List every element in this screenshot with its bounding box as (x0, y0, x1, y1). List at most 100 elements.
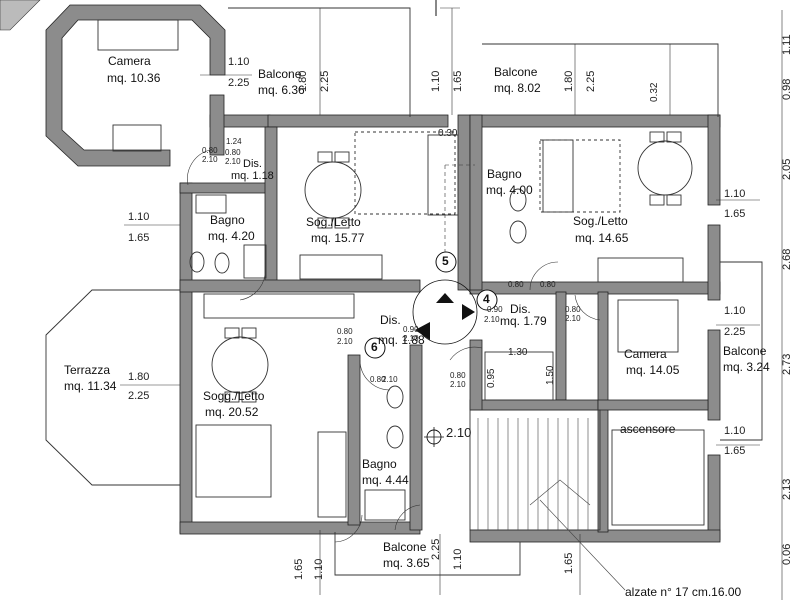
dim-label: 1.80 (297, 70, 309, 92)
balcone-e-outline (720, 261, 763, 441)
room-bagno-c-name: Bagno (487, 167, 522, 181)
room-bagno-w-name: Bagno (210, 213, 245, 227)
marker-label-4: 4 (483, 292, 490, 306)
marker-label-5: 5 (442, 254, 449, 268)
dim-label: 0.32 (649, 82, 660, 102)
dashed-box (354, 131, 456, 215)
dim-label: 1.30 (508, 347, 528, 358)
room-terrazza-area: mq. 11.34 (64, 379, 117, 393)
shower (364, 489, 406, 521)
kitchen-w (203, 293, 355, 319)
kitchen-e (597, 257, 684, 283)
room-dis-6-area: mq. 1.88 (378, 333, 425, 347)
door-dim: 2.10 (450, 380, 466, 389)
door-dim: 2.10 (403, 334, 419, 343)
stair-leader (539, 499, 626, 591)
chair (317, 217, 333, 229)
dim-label: 1.10 (128, 211, 150, 223)
chair (224, 327, 240, 339)
dim-label: 1.50 (545, 365, 556, 385)
chair (334, 217, 350, 229)
door-swing (394, 504, 421, 531)
room-bagno-w-area: mq. 4.20 (208, 229, 255, 243)
right-dim: 0.06 (781, 543, 793, 565)
dim-label: 1.65 (724, 208, 746, 220)
room-bagno-s-area: mq. 4.44 (362, 473, 409, 487)
door-swing (359, 359, 391, 391)
dim-label: 1.65 (293, 558, 305, 580)
door-dim: 0.80 (450, 371, 466, 380)
dim-label: 1.65 (724, 445, 746, 457)
wall-h-cam-e (597, 399, 709, 411)
wall-north-2 (267, 114, 449, 128)
wall-bagno-s (347, 354, 361, 526)
room-balcone-s-name: Balcone (383, 540, 427, 554)
door-dim: 0.90 (403, 325, 419, 334)
dim-label: 1.10 (724, 188, 746, 200)
chair (666, 194, 682, 206)
wall-east-3 (707, 329, 721, 421)
toilet (509, 188, 527, 212)
room-balcone-e-area: mq. 3.24 (723, 360, 770, 374)
desk (112, 124, 162, 152)
wall-bagno-s-r (409, 344, 423, 531)
door-dim: 2.10 (484, 315, 500, 324)
door-swing (529, 261, 559, 291)
table-soggiorno-c (304, 161, 362, 219)
wall-west-1 (179, 182, 193, 284)
door-dim: 0.80 (202, 146, 218, 155)
dim-label: 2.25 (228, 77, 250, 89)
dim-label: 2.10 (446, 425, 472, 440)
wall-north-3 (469, 114, 721, 128)
door-dim: 0.80 (370, 375, 386, 384)
arrow-west (415, 322, 430, 340)
room-soggiorno-e-area: mq. 14.65 (575, 231, 629, 245)
wall-south-2 (469, 529, 721, 543)
dim-label: 1.10 (724, 425, 746, 437)
room-camera-e-area: mq. 14.05 (626, 363, 680, 377)
door-swing (334, 514, 363, 543)
room-camera-nw-name: Camera (108, 54, 151, 68)
dim-label: 1.10 (313, 558, 325, 580)
room-balcone-e-name: Balcone (723, 344, 767, 358)
room-bagno-s-name: Bagno (362, 457, 397, 471)
wall-east-2 (707, 224, 721, 301)
door-swing (187, 149, 211, 186)
dim-label: 1.10 (430, 70, 442, 92)
marker-circle-5 (435, 251, 457, 273)
room-balcone-n2-area: mq. 8.02 (494, 81, 541, 95)
wall-bagno-w-top (179, 182, 269, 194)
balcone-n1-outline (228, 7, 411, 117)
chair (317, 151, 333, 163)
door-swing (239, 274, 266, 301)
door-swing (574, 294, 601, 321)
wall-v6 (597, 291, 609, 533)
wall-south-1 (179, 521, 421, 535)
dim-label: 1.10 (452, 548, 464, 570)
right-dim: 2.13 (781, 478, 793, 500)
wall-camera-nw (45, 4, 226, 167)
marker-circle-4 (476, 289, 498, 311)
balcone-n2-outline (482, 43, 719, 117)
wall-v4 (469, 114, 483, 291)
chair (649, 194, 665, 206)
marker-circle-6 (364, 337, 386, 359)
chair (649, 131, 665, 143)
toilet (386, 385, 404, 409)
chair (666, 131, 682, 143)
chair (241, 391, 257, 403)
room-soggiorno-c-name: Sog./Letto (306, 215, 361, 229)
door-dim: 2.10 (337, 337, 353, 346)
kitchen-c (299, 254, 383, 280)
room-soggiorno-e-name: Sog./Letto (573, 214, 628, 228)
door-swing (449, 346, 483, 361)
toilet (509, 220, 527, 244)
door-dim: 0.80 (565, 305, 581, 314)
right-dim: 2.68 (781, 248, 793, 270)
right-dim: 1.11 (781, 34, 793, 55)
dim-label: 2.25 (319, 70, 331, 92)
table-soggiorno-w (211, 336, 269, 394)
right-dim: 2.73 (781, 353, 793, 375)
door-dim: 2.10 (382, 375, 398, 384)
